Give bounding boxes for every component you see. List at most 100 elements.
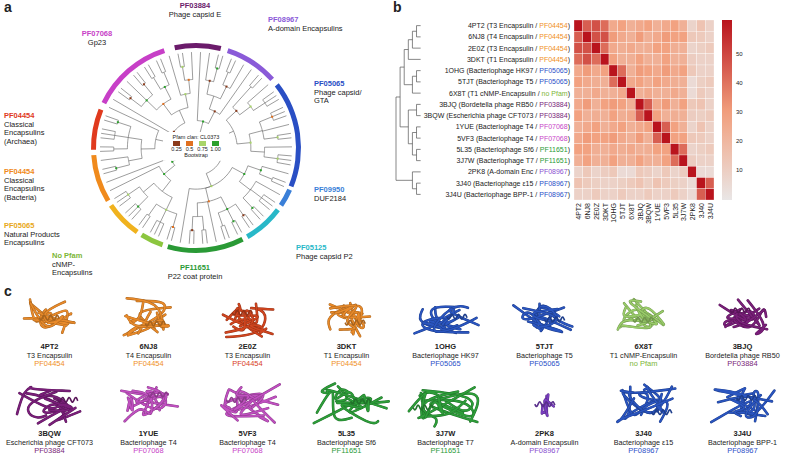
dendrogram-branch — [408, 143, 412, 144]
bootstrap-mark — [115, 167, 117, 169]
pfam-id: PF11651 — [150, 264, 240, 273]
pfam-id: PF04454 — [539, 45, 567, 52]
column-label-box: 3BQW — [645, 203, 652, 224]
ribbon — [17, 387, 70, 414]
heatmap-cell — [583, 144, 592, 155]
tree-branch — [130, 98, 146, 106]
tree-branch — [129, 207, 139, 217]
column-label: 2PK8 — [689, 203, 696, 220]
heatmap-cell — [688, 144, 697, 155]
legend-swatch — [199, 141, 206, 146]
pdb-code: 3J7W — [397, 430, 494, 439]
protein-cartoon — [535, 395, 555, 416]
heatmap-cell — [679, 178, 688, 189]
row-label: 4PT2 (T3 Encapsulin /PF04454) — [398, 20, 570, 31]
heatmap-cell — [583, 133, 592, 144]
heatmap-cell — [609, 166, 618, 177]
tree-branch — [125, 204, 138, 213]
heatmap-cell — [592, 20, 601, 31]
heatmap-cell — [583, 178, 592, 189]
pfam-id: PF08967 — [539, 191, 567, 198]
structure-name: 3J40 (Bacteriophage ε15 / — [456, 180, 537, 187]
tree-branch — [104, 168, 117, 174]
bootstrap-mark — [251, 207, 253, 209]
heatmap-cell — [618, 133, 627, 144]
ribbon-edge — [342, 398, 378, 423]
tree-branch — [106, 116, 119, 122]
heatmap-cell — [697, 110, 706, 121]
tree-branch — [162, 174, 170, 191]
bootstrap-mark — [235, 110, 237, 112]
pfam-id: PF04454 — [298, 360, 395, 369]
bootstrap-mark — [277, 158, 279, 160]
tick-box: 40 — [736, 80, 743, 86]
colorbar-tick: 10 — [736, 167, 743, 173]
protein-cartoon — [17, 387, 80, 425]
ribbon — [31, 303, 63, 326]
protein-cartoon — [414, 306, 478, 333]
panel-letter: b — [393, 0, 402, 14]
heatmap-cell — [679, 189, 688, 200]
heatmap-cell — [618, 144, 627, 155]
heatmap-cell — [662, 166, 671, 177]
heatmap-cell — [653, 110, 662, 121]
column-label: 2E0Z — [592, 203, 599, 220]
structure-name: 6NJ8 (T4 Encapsulin / — [468, 33, 537, 40]
dendrogram-branch — [408, 110, 416, 111]
heatmap-cell — [670, 110, 679, 121]
tree-branch — [198, 216, 204, 230]
structure-caption: 4PT2T3 EncapsulinPF04454 — [1, 343, 98, 369]
heatmap-cell — [627, 155, 636, 166]
clade-label: No PfamcNMP- Encapsulins — [52, 252, 92, 278]
tree-branch — [206, 53, 210, 81]
tree-branch — [278, 155, 292, 159]
tree-branch — [144, 84, 153, 100]
tree-branch — [115, 135, 129, 137]
source-name: T4 Encapsulin — [100, 352, 197, 360]
row-label: 3BQW (Escherichia phage CFT073 /PF03884) — [398, 110, 570, 121]
pfam-id: PF04454 — [4, 112, 76, 121]
heatmap-cell — [609, 43, 618, 54]
heatmap-cell — [644, 189, 653, 200]
heatmap-cell — [618, 110, 627, 121]
heatmap-cell — [609, 155, 618, 166]
heatmap-cell — [644, 65, 653, 76]
ribbon — [251, 325, 273, 334]
dendrogram-branch — [412, 76, 416, 77]
heatmap-cell — [592, 144, 601, 155]
dendrogram-branch — [412, 133, 413, 156]
tree-branch — [161, 59, 166, 72]
heatmap-cell — [574, 76, 583, 87]
tree-branch — [192, 216, 198, 230]
heatmap-cell — [592, 166, 601, 177]
heatmap-cell — [600, 65, 609, 76]
tree-branch — [169, 56, 185, 96]
heatmap-cell — [609, 76, 618, 87]
heatmap-cell — [653, 31, 662, 42]
dendrogram-branch — [404, 49, 408, 50]
ribbon — [425, 398, 442, 418]
structure-caption: 1YUEBacteriophage T4PF07068 — [100, 430, 197, 456]
heatmap-cell — [574, 54, 583, 65]
heatmap-cell — [583, 189, 592, 200]
bootstrap-mark — [143, 83, 145, 85]
tick-box: 20 — [736, 138, 743, 144]
tree-branch — [189, 230, 192, 244]
heatmap-cell — [644, 133, 653, 144]
ribbon — [630, 300, 657, 324]
structure-caption: 2PK8A-domain EncapsulinPF08967 — [496, 430, 593, 456]
column-label: 3J7W — [680, 203, 687, 221]
protein-cartoon — [221, 384, 279, 422]
heatmap-cell — [697, 65, 706, 76]
bracket: ) — [568, 56, 570, 63]
heatmap-cell — [574, 144, 583, 155]
bootstrap-mark — [242, 214, 244, 216]
heatmap-cell — [670, 189, 679, 200]
heatmap-cell — [644, 155, 653, 166]
column-label-box: 6NJ8 — [584, 203, 591, 219]
heatmap-cell — [635, 155, 644, 166]
pfam-id: PF08967 — [539, 168, 567, 175]
heatmap-cell — [627, 133, 636, 144]
source-name: Bacteriophage T4 — [100, 439, 197, 447]
heatmap-cell — [635, 166, 644, 177]
